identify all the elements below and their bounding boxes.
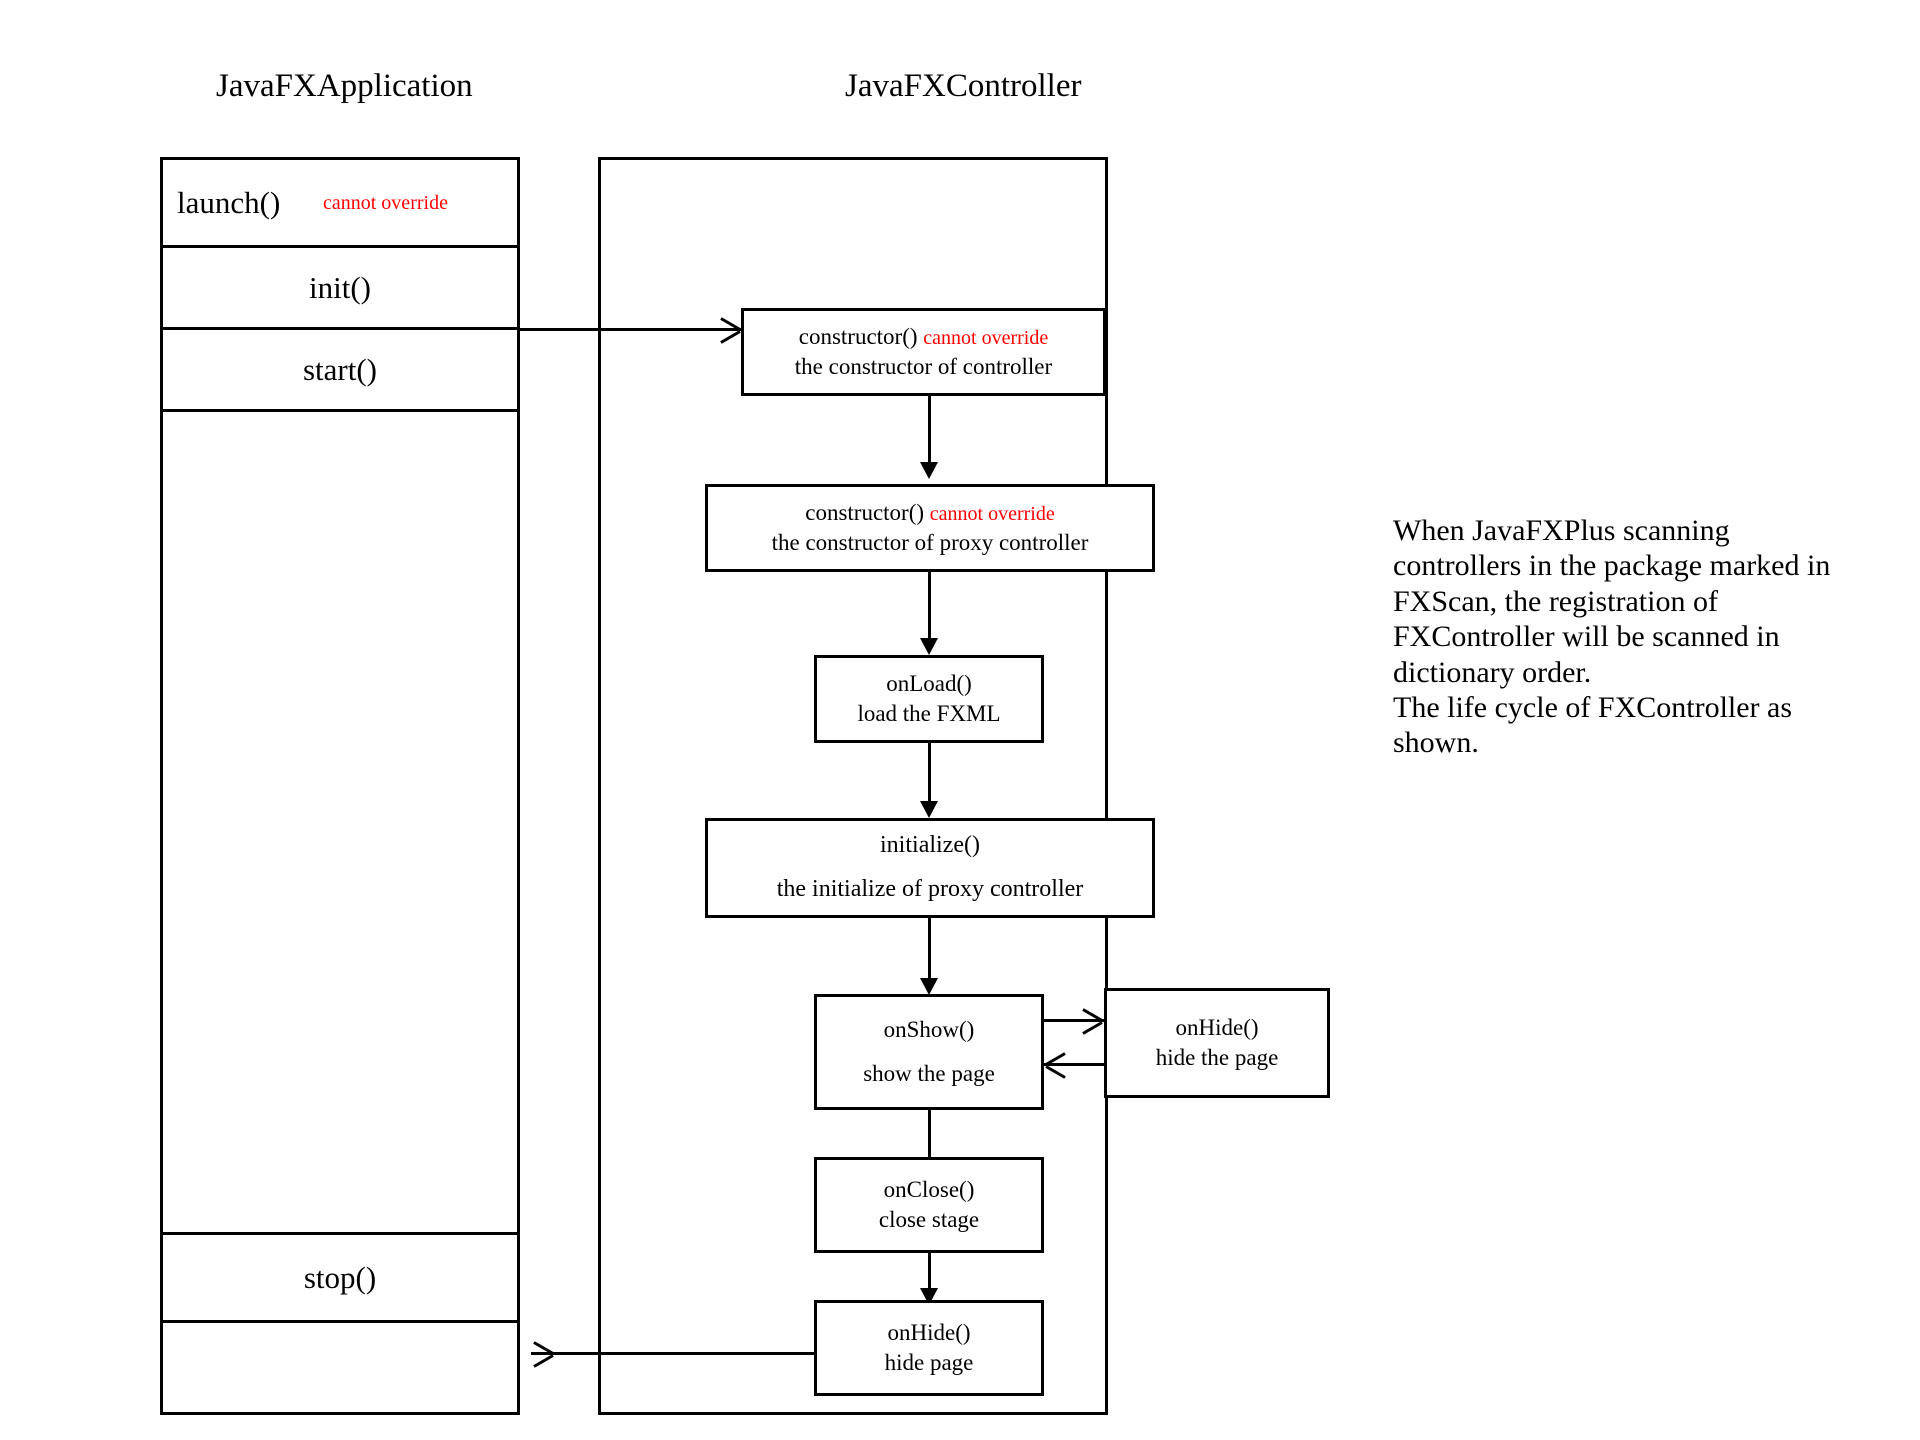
connector-onhide-to-stop — [531, 1352, 816, 1355]
javafx-application-panel: launch() cannot override init() start() … — [160, 157, 520, 1415]
box-constructor-controller-line1-text: constructor() — [798, 323, 918, 349]
app-row-init: init() — [163, 248, 517, 330]
application-column-title: JavaFXApplication — [216, 68, 473, 104]
app-row-footer — [163, 1323, 517, 1412]
connector-onclose-to-onhide-bottom — [928, 1253, 931, 1297]
box-constructor-proxy-line1-text: constructor() — [805, 499, 925, 525]
box-on-close-line1: onClose() — [883, 1176, 975, 1202]
box-on-load-line2: load the FXML — [857, 701, 1001, 726]
box-on-show-line1: onShow() — [883, 1016, 975, 1042]
app-row-launch-annotation: cannot override — [323, 191, 448, 214]
arrowhead-initialize-to-onshow — [920, 978, 938, 995]
javafx-controller-panel — [598, 157, 1108, 1415]
app-row-stop: stop() — [163, 1235, 517, 1323]
app-row-start: start() — [163, 330, 517, 412]
connector-initialize-to-onshow — [928, 918, 931, 984]
box-constructor-proxy-line1-note: cannot override — [929, 502, 1055, 525]
box-on-hide-bottom-line2: hide page — [884, 1350, 974, 1375]
box-constructor-controller: constructor() cannot override the constr… — [741, 308, 1106, 396]
box-constructor-proxy-line2: the constructor of proxy controller — [771, 530, 1089, 555]
box-constructor-proxy: constructor() cannot override the constr… — [705, 484, 1155, 572]
app-row-start-label: start() — [302, 352, 378, 387]
box-initialize-line2: the initialize of proxy controller — [776, 876, 1084, 902]
sidenote-text: When JavaFXPlus scanning controllers in … — [1393, 514, 1831, 760]
box-on-load-line1: onLoad() — [886, 670, 972, 696]
connector-onshow-to-onhide — [1044, 1019, 1104, 1022]
box-on-show-line2: show the page — [863, 1061, 995, 1086]
connector-onshow-to-onclose — [928, 1110, 931, 1166]
controller-column-title: JavaFXController — [845, 68, 1082, 104]
arrowhead-onhide-to-stop-lower — [533, 1354, 554, 1368]
box-on-hide-side-line2: hide the page — [1155, 1045, 1279, 1070]
connector-proxy-to-onload — [928, 572, 931, 644]
box-constructor-controller-line2: the constructor of controller — [794, 354, 1053, 379]
box-on-hide-side: onHide() hide the page — [1104, 988, 1330, 1098]
connector-start-to-constructor — [520, 328, 742, 331]
app-row-launch: launch() cannot override — [163, 160, 517, 248]
box-on-close-line2: close stage — [878, 1207, 980, 1232]
connector-onload-to-initialize — [928, 743, 931, 807]
app-row-init-label: init() — [309, 270, 371, 305]
box-constructor-proxy-line1: constructor() cannot override — [805, 498, 1055, 528]
box-on-hide-bottom: onHide() hide page — [814, 1300, 1044, 1396]
connector-onhide-to-onshow — [1044, 1063, 1104, 1066]
arrowhead-onload-to-initialize — [920, 801, 938, 818]
box-initialize-line1: initialize() — [880, 832, 980, 859]
box-on-show: onShow() show the page — [814, 994, 1044, 1110]
app-row-body — [163, 412, 517, 1235]
box-constructor-controller-line1: constructor() cannot override — [799, 322, 1049, 352]
app-row-launch-label: launch() — [177, 185, 281, 220]
app-row-stop-label: stop() — [303, 1260, 377, 1295]
arrowhead-proxy-to-onload — [920, 638, 938, 655]
box-constructor-controller-line1-note: cannot override — [923, 326, 1049, 349]
box-on-hide-side-line1: onHide() — [1175, 1014, 1259, 1040]
connector-constructor-to-proxy — [928, 396, 931, 468]
box-on-hide-bottom-line1: onHide() — [887, 1319, 971, 1345]
box-on-close: onClose() close stage — [814, 1157, 1044, 1253]
box-initialize: initialize() the initialize of proxy con… — [705, 818, 1155, 918]
box-on-load: onLoad() load the FXML — [814, 655, 1044, 743]
arrowhead-constructor-to-proxy — [920, 462, 938, 479]
